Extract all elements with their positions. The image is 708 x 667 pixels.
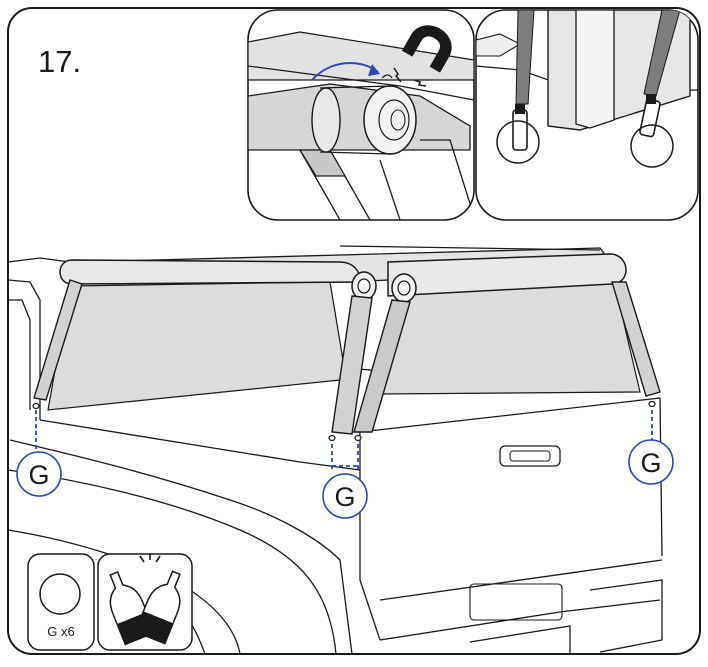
callout-g-left: G	[16, 451, 62, 497]
detail-roll-magnet	[247, 9, 475, 221]
tailgate-handle	[499, 445, 561, 467]
strap-left	[515, 10, 535, 105]
callout-g-label: G	[334, 482, 355, 512]
front-roof-bar	[59, 259, 361, 285]
step-number: 17.	[38, 44, 81, 79]
cheers-bottles-icon	[97, 553, 193, 651]
upright-front-left	[33, 279, 83, 401]
upright-center-left	[331, 295, 373, 435]
install-guides	[35, 410, 653, 472]
parts-box: G x6	[27, 553, 95, 651]
upright-rear	[611, 281, 661, 397]
callout-g-right: G	[628, 439, 674, 485]
detail-strap-buckles	[475, 9, 699, 221]
buckle-highlight-left	[496, 120, 540, 164]
callout-g-label: G	[28, 460, 49, 490]
callout-g-center: G	[322, 473, 368, 519]
truck-scene	[8, 245, 663, 654]
fabric-roll	[363, 85, 417, 155]
buckle-highlight-right	[630, 124, 674, 168]
part-label: G x6	[47, 624, 74, 639]
plate-recess	[469, 583, 563, 621]
part-g-cap	[39, 573, 81, 615]
callout-g-label: G	[640, 448, 661, 478]
bar-end-right	[391, 273, 417, 303]
magnet-icon	[381, 25, 452, 87]
upright-center-right	[353, 299, 411, 433]
mount-holes	[32, 400, 656, 442]
